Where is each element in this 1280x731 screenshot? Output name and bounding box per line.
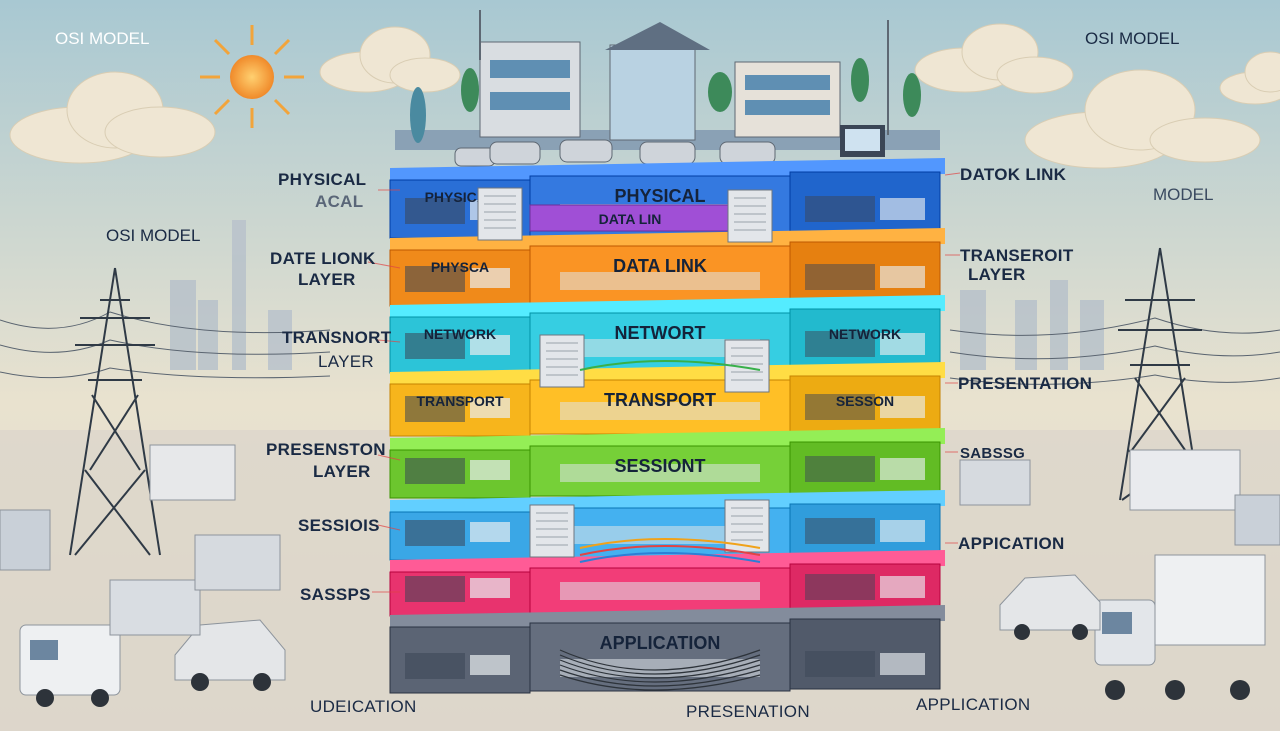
osi-layer-4-left-label: TRANSPORT [416, 393, 504, 409]
osi-layer-4-center-label: TRANSPORT [604, 390, 716, 410]
network-cables [559, 360, 761, 691]
osi-layer-3-left-label: NETWORK [424, 326, 496, 342]
right-callout-5: APPICATION [958, 534, 1065, 553]
right-callout-2-line2: LAYER [968, 265, 1026, 284]
cloud-icon [1219, 51, 1280, 105]
car-icon [999, 574, 1101, 640]
corner-title-top-left: OSI MODEL [55, 29, 149, 48]
osi-layer-8: APPLICATION [389, 605, 945, 694]
corner-title-right-mid: MODEL [1153, 185, 1213, 204]
osi-layer-4-right-label: SESSON [836, 393, 894, 409]
left-callout-1-line1: PHYSICAL [278, 170, 366, 189]
left-callout-5-line1: SESSIOIS [298, 516, 380, 535]
power-tower-icon [69, 267, 161, 556]
left-callout-2-line1: DATE LIONK [270, 249, 376, 268]
osi-layer-2-left-label: PHYSCA [431, 259, 489, 275]
inner-data-link-band: DATA LIN [529, 204, 731, 232]
osi-layer-3-right-label: NETWORK [829, 326, 901, 342]
left-callout-3-line2: LAYER [318, 352, 374, 371]
container-icon [0, 509, 281, 636]
left-callout-2-line2: LAYER [298, 270, 356, 289]
bottom-label-center: PRESENATION [686, 702, 810, 721]
rooftop-buildings [395, 10, 940, 167]
left-callout-4-line1: PRESENSTON [266, 440, 386, 459]
osi-layer-2-center-label: DATA LINK [613, 256, 707, 276]
truck-icon [19, 444, 236, 707]
cloud-icon [319, 26, 461, 93]
left-callout-1-line2: ACAL [315, 192, 363, 211]
osi-layer-5-center-label: SESSIONT [614, 456, 705, 476]
truck-icon [1094, 449, 1266, 700]
right-callout-1: DATOK LINK [960, 165, 1067, 184]
osi-layer-8-center-label: APPLICATION [600, 633, 721, 653]
sun-icon [200, 25, 304, 128]
left-callout-6-line1: SASSPS [300, 585, 371, 604]
cloud-icon [9, 71, 216, 164]
bottom-label-right: APPLICATION [916, 695, 1030, 714]
left-callout-3-line1: TRANSNORT [282, 328, 392, 347]
osi-layer-7 [389, 550, 945, 617]
container-icon [959, 459, 1280, 546]
bottom-label-left: UDEICATION [310, 697, 417, 716]
osi-layer-4: TRANSPORT TRANSPORT SESSON [389, 362, 945, 437]
left-callout-4-line2: LAYER [313, 462, 371, 481]
corner-title-left-mid: OSI MODEL [106, 226, 200, 245]
osi-layer-5: SESSIONT [389, 428, 945, 499]
server-icon [477, 187, 773, 558]
right-callout-3: PRESENTATION [958, 374, 1092, 393]
cloud-icon [1024, 69, 1261, 169]
osi-layer-3-center-label: NETWORT [615, 323, 706, 343]
corner-title-top-right: OSI MODEL [1085, 29, 1179, 48]
cloud-icon [914, 23, 1074, 94]
right-callout-4: SABSSG [960, 445, 1025, 462]
car-icon [174, 619, 286, 691]
osi-layer-2: PHYSCA DATA LINK [389, 228, 945, 307]
inner-data-link-label: DATA LIN [599, 211, 662, 227]
osi-layer-1-center-label: PHYSICAL [614, 186, 705, 206]
right-callout-2-line1: TRANSEROIT [960, 246, 1074, 265]
osi-layer-6 [389, 490, 945, 561]
callout-lines [367, 172, 961, 593]
